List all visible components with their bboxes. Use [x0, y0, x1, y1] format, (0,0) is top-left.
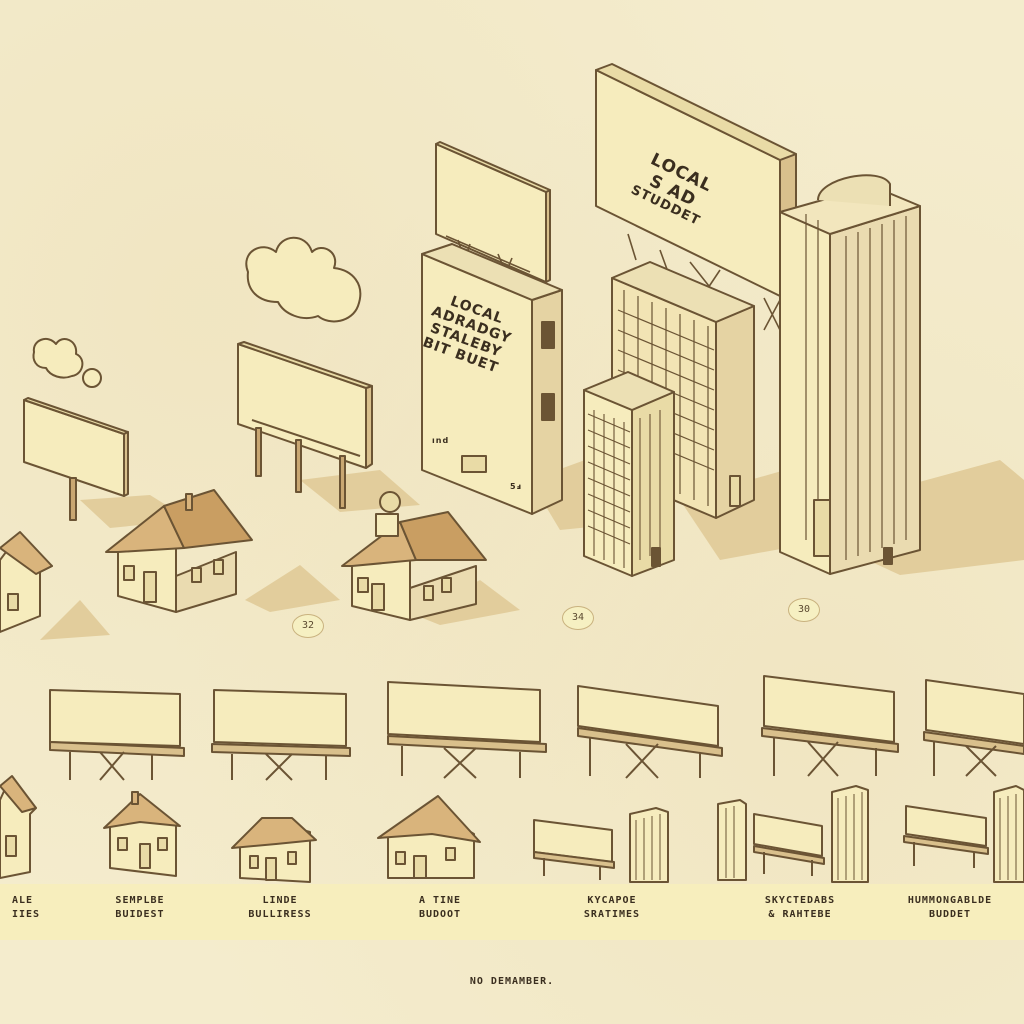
billboard-row-3 — [387, 681, 547, 779]
marker-3: 30 — [788, 598, 820, 622]
category-label-5-line-1: KYCAPOE — [587, 895, 637, 906]
category-label-1: ALE IIES — [12, 894, 72, 921]
row-house-1 — [0, 775, 37, 879]
category-label-2-line-2: BUIDEST — [115, 908, 165, 920]
category-label-6: SKYCTEDABS & RAHTEBE — [725, 894, 875, 921]
category-label-3: LINDE BULLIRESS — [205, 894, 355, 921]
row-tower-4 — [629, 807, 669, 883]
row-house-3 — [231, 817, 317, 883]
house-edge-left — [0, 531, 53, 633]
tower-tag-right: 5ⅎ — [510, 482, 522, 491]
billboard-row — [49, 675, 1024, 781]
category-label-4-line-1: A TINE — [418, 895, 462, 906]
billboard-tower — [421, 141, 563, 515]
category-label-5: KYCAPOE SRATIMES — [537, 894, 687, 921]
billboard-row-5 — [761, 675, 899, 777]
footer-note: NO DEMAMBER. — [469, 976, 555, 987]
category-band — [0, 884, 1024, 940]
billboard-small-middle — [237, 341, 373, 509]
category-label-1-line-1: ALE — [12, 895, 34, 906]
marker-1: 32 — [292, 614, 324, 638]
category-label-7: HUMMONGABLDE BUDDET — [875, 894, 1024, 921]
billboard-row-2 — [211, 689, 351, 781]
billboard-row-1 — [49, 689, 185, 781]
category-label-4: A TINE BUDOOT — [365, 894, 515, 921]
row-tower-6 — [993, 785, 1024, 883]
cloud-large — [245, 236, 362, 323]
house-upper-2 — [341, 491, 487, 621]
house-upper-1 — [105, 489, 253, 613]
category-label-3-line-2: BULLIRESS — [248, 908, 312, 920]
category-label-4-line-2: BUDOOT — [418, 908, 462, 920]
billboard-small-left — [23, 397, 129, 521]
category-label-7-line-1: HUMMONGABLDE — [907, 895, 993, 906]
category-label-1-line-2: IIES — [12, 908, 41, 920]
row-tower-5b — [831, 785, 869, 883]
row-house-2 — [103, 791, 181, 877]
row-billboard-5 — [753, 813, 825, 876]
category-label-6-line-1: SKYCTEDABS — [764, 895, 836, 906]
category-label-5-line-2: SRATIMES — [583, 908, 641, 920]
row-tower-5 — [717, 799, 747, 881]
category-label-6-line-2: & RAHTEBE — [768, 908, 832, 920]
category-label-2: SEMPLBE BUIDEST — [65, 894, 215, 921]
skyscraper-front — [583, 371, 675, 577]
billboard-row-4 — [577, 685, 723, 779]
category-label-7-line-2: BUDDET — [928, 908, 972, 920]
marker-2: 34 — [562, 606, 594, 630]
row-house-4 — [377, 795, 481, 879]
building-row — [0, 775, 1024, 883]
skyscraper-tall — [779, 174, 921, 575]
category-label-2-line-1: SEMPLBE — [115, 895, 165, 906]
cloud-small — [32, 337, 102, 388]
row-billboard-4 — [533, 819, 615, 880]
category-label-3-line-1: LINDE — [262, 895, 298, 906]
billboard-row-6 — [923, 679, 1024, 777]
tower-tag-left: ınd — [432, 436, 450, 445]
row-billboard-6 — [903, 805, 989, 868]
